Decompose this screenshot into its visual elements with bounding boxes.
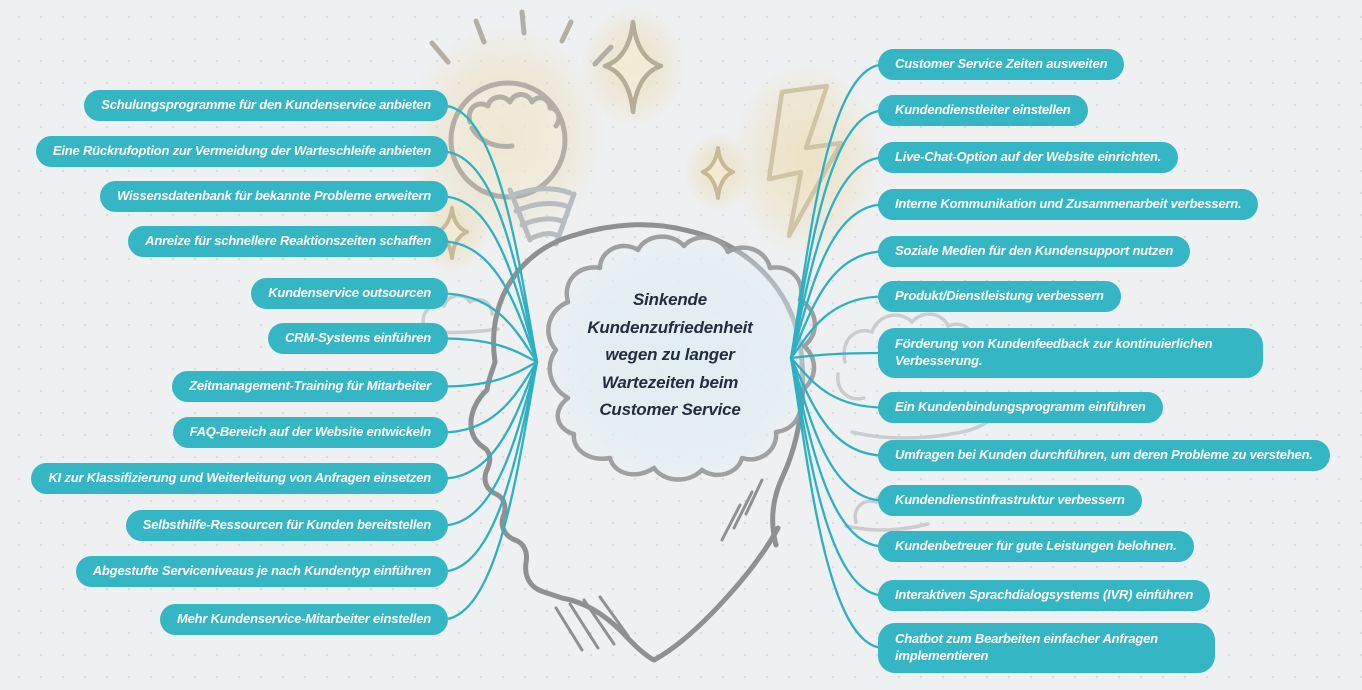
mindmap-node[interactable]: Soziale Medien für den Kundensupport nut… [878,236,1191,267]
mindmap-node[interactable]: Kundenservice outsourcen [251,278,448,309]
connector-line [789,356,886,650]
central-topic-node[interactable]: Sinkende Kundenzufriedenheit wegen zu la… [587,290,753,420]
mindmap-node[interactable]: Förderung von Kundenfeedback zur kontinu… [878,328,1263,378]
connector-line [440,360,539,480]
connector-line [440,292,539,364]
mindmap-node[interactable]: Kundendienstinfrastruktur verbessern [878,485,1142,516]
mindmap-node[interactable]: KI zur Klassifizierung und Weiterleitung… [31,463,448,494]
light-bulb-doodle [429,9,614,247]
lightning-bolt-doodle [766,83,844,239]
connector-line [440,337,539,364]
connector-line [440,360,539,388]
brain-cloud-doodle [546,234,818,482]
connector-line [440,360,539,527]
connector-lines [440,63,886,650]
mindmap-node[interactable]: Kundendienstleiter einstellen [878,95,1088,126]
mindmap-node[interactable]: Selbsthilfe-Ressourcen für Kunden bereit… [125,510,448,541]
connector-line [789,356,886,502]
connector-line [789,203,886,360]
connector-line [789,356,886,409]
connector-line [789,63,886,360]
mindmap-node[interactable]: Mehr Kundenservice-Mitarbeiter einstelle… [159,604,448,635]
mindmap-node[interactable]: Live-Chat-Option auf der Website einrich… [878,142,1179,173]
mindmap-node[interactable]: Schulungsprogramme für den Kundenservice… [84,90,448,121]
connector-line [789,356,886,597]
connector-line [440,360,539,434]
connector-line [789,109,886,360]
mindmap-node[interactable]: CRM-Systems einführen [267,323,448,354]
connector-line [789,156,886,360]
mindmap-node[interactable]: Anreize für schnellere Reaktionszeiten s… [128,226,448,257]
connector-line [789,295,886,360]
connector-line [440,104,539,364]
mindmap-node[interactable]: Customer Service Zeiten ausweiten [878,49,1125,80]
connector-line [789,351,886,360]
mindmap-node[interactable]: Chatbot zum Bearbeiten einfacher Anfrage… [878,623,1215,673]
mindmap-node[interactable]: Kundenbetreuer für gute Leistungen beloh… [878,531,1194,562]
connector-line [789,356,886,548]
connector-line [440,150,539,364]
connector-line [440,360,539,621]
mindmap-node[interactable]: Zeitmanagement-Training für Mitarbeiter [172,371,448,402]
connector-line [789,250,886,360]
mindmap-node[interactable]: Wissensdatenbank für bekannte Probleme e… [100,181,448,212]
mindmap-node[interactable]: Abgestufte Serviceniveaus je nach Kunden… [75,556,448,587]
mindmap-node[interactable]: Produkt/Dienstleistung verbessern [878,281,1121,312]
connector-line [440,360,539,573]
connector-line [789,356,886,457]
sparkle-doodle [435,19,735,260]
mindmap-node[interactable]: Umfragen bei Kunden durchführen, um dere… [878,440,1330,471]
connector-line [440,195,539,364]
mindmap-node[interactable]: Ein Kundenbindungsprogramm einführen [878,392,1163,423]
mindmap-node[interactable]: Interne Kommunikation und Zusammenarbeit… [878,189,1259,220]
mindmap-node[interactable]: Eine Rückrufoption zur Vermeidung der Wa… [35,136,448,167]
mindmap-node[interactable]: FAQ-Bereich auf der Website entwickeln [172,417,448,448]
connector-line [440,240,539,364]
mindmap-node[interactable]: Interaktiven Sprachdialogsystems (IVR) e… [878,580,1211,611]
